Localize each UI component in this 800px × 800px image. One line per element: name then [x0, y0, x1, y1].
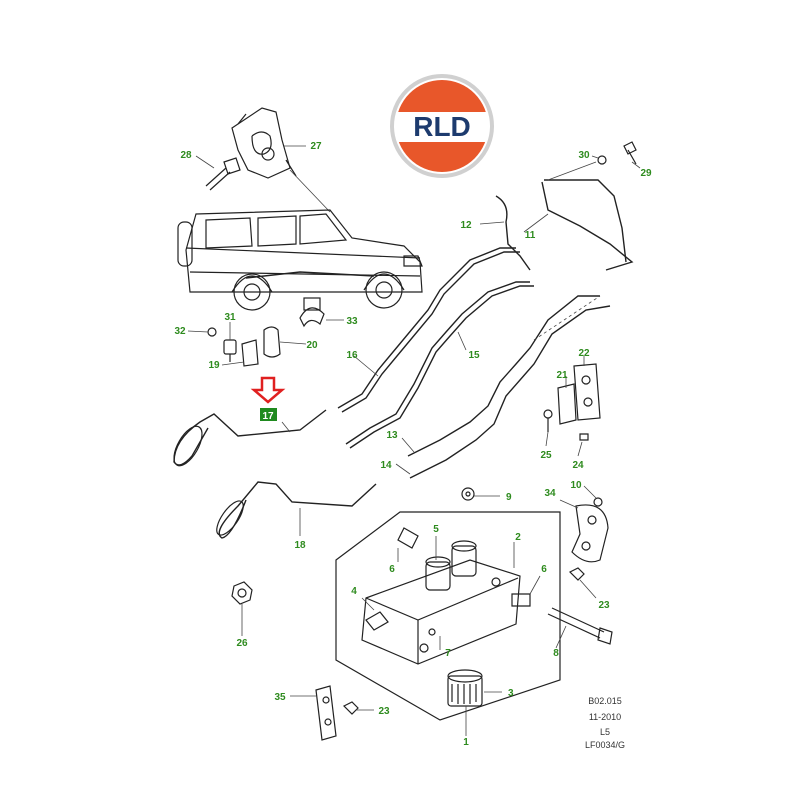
part-12-pipe — [479, 195, 531, 271]
part-21-bracket — [557, 376, 577, 425]
callout-32: 32 — [174, 326, 186, 337]
part-20-clip — [263, 326, 307, 358]
part-8-bolt — [547, 607, 613, 649]
callout-8: 8 — [553, 648, 559, 659]
callout-16: 16 — [346, 350, 358, 361]
callout-33: 33 — [346, 316, 358, 327]
part-27-bracket — [231, 107, 306, 179]
callout-6a: 6 — [389, 564, 395, 575]
callout-15: 15 — [468, 350, 480, 361]
callout-18: 18 — [294, 540, 306, 551]
part-34-bracket — [559, 499, 609, 563]
footer-date: 11-2010 — [588, 712, 622, 722]
vehicle-illustration — [177, 209, 423, 311]
callout-20: 20 — [306, 340, 318, 351]
callout-24: 24 — [572, 460, 584, 471]
part-32-screw — [187, 327, 217, 337]
callout-13: 13 — [386, 430, 398, 441]
callout-9: 9 — [506, 492, 512, 503]
callout-29: 29 — [640, 168, 652, 179]
callout-1: 1 — [463, 737, 469, 748]
part-16-pipe — [337, 247, 520, 413]
part-13-pipe — [401, 295, 600, 457]
callout-35: 35 — [274, 692, 286, 703]
callout-19: 19 — [208, 360, 220, 371]
callout-23b: 23 — [378, 706, 390, 717]
part-25-screw — [543, 409, 553, 447]
logo-text: RLD — [413, 111, 471, 142]
part-33-clip — [299, 297, 344, 328]
valve-block-assembly — [335, 511, 561, 736]
part-10-screw — [583, 485, 603, 507]
callout-7: 7 — [445, 648, 451, 659]
callout-5: 5 — [433, 524, 439, 535]
part-23-nut-upper — [568, 567, 597, 599]
callout-6b: 6 — [541, 564, 547, 575]
footer-model: L5 — [599, 727, 610, 737]
callout-12: 12 — [460, 220, 472, 231]
part-19-clip — [221, 339, 259, 367]
highlight-arrow — [250, 376, 286, 404]
part-35-bracket — [290, 685, 337, 741]
callout-10: 10 — [570, 480, 582, 491]
callout-25: 25 — [540, 450, 552, 461]
part-15-pipe — [345, 281, 534, 449]
callout-11: 11 — [525, 230, 536, 241]
callout-26: 26 — [236, 638, 248, 649]
part-18-pipe — [216, 481, 377, 539]
callout-4: 4 — [351, 586, 357, 597]
callout-23a: 23 — [598, 600, 610, 611]
part-26-nut — [231, 581, 253, 636]
callout-22: 22 — [578, 348, 590, 359]
callout-17: 17 — [262, 411, 274, 422]
part-22-bracket — [573, 356, 601, 421]
part-31-sensor — [223, 322, 237, 362]
part-9-grommet — [461, 487, 500, 501]
rld-logo: RLD — [390, 74, 494, 178]
callout-30: 30 — [578, 150, 590, 161]
callout-34: 34 — [544, 488, 556, 499]
part-30-washer — [591, 155, 607, 165]
callout-3: 3 — [508, 688, 514, 699]
callout-labels: 1 2 3 4 5 6 6 7 8 9 10 11 12 13 14 15 16… — [174, 141, 652, 748]
footer-ref: B02.015 — [588, 696, 622, 706]
callout-28: 28 — [180, 150, 192, 161]
part-11-pipe — [523, 179, 634, 271]
callout-14: 14 — [380, 460, 392, 471]
part-29-bolt — [623, 141, 641, 169]
callout-31: 31 — [224, 312, 236, 323]
footer-code: LF0034/G — [584, 740, 626, 750]
part-14-pipe — [395, 305, 611, 479]
part-24-screw — [577, 433, 589, 457]
part-28-bolt — [195, 155, 241, 191]
part-17-pipe — [173, 409, 327, 467]
callout-27: 27 — [310, 141, 322, 152]
callout-21: 21 — [556, 370, 568, 381]
callout-2: 2 — [515, 532, 521, 543]
highlight-box-17 — [260, 408, 277, 421]
part-23-nut-lower — [342, 701, 374, 715]
